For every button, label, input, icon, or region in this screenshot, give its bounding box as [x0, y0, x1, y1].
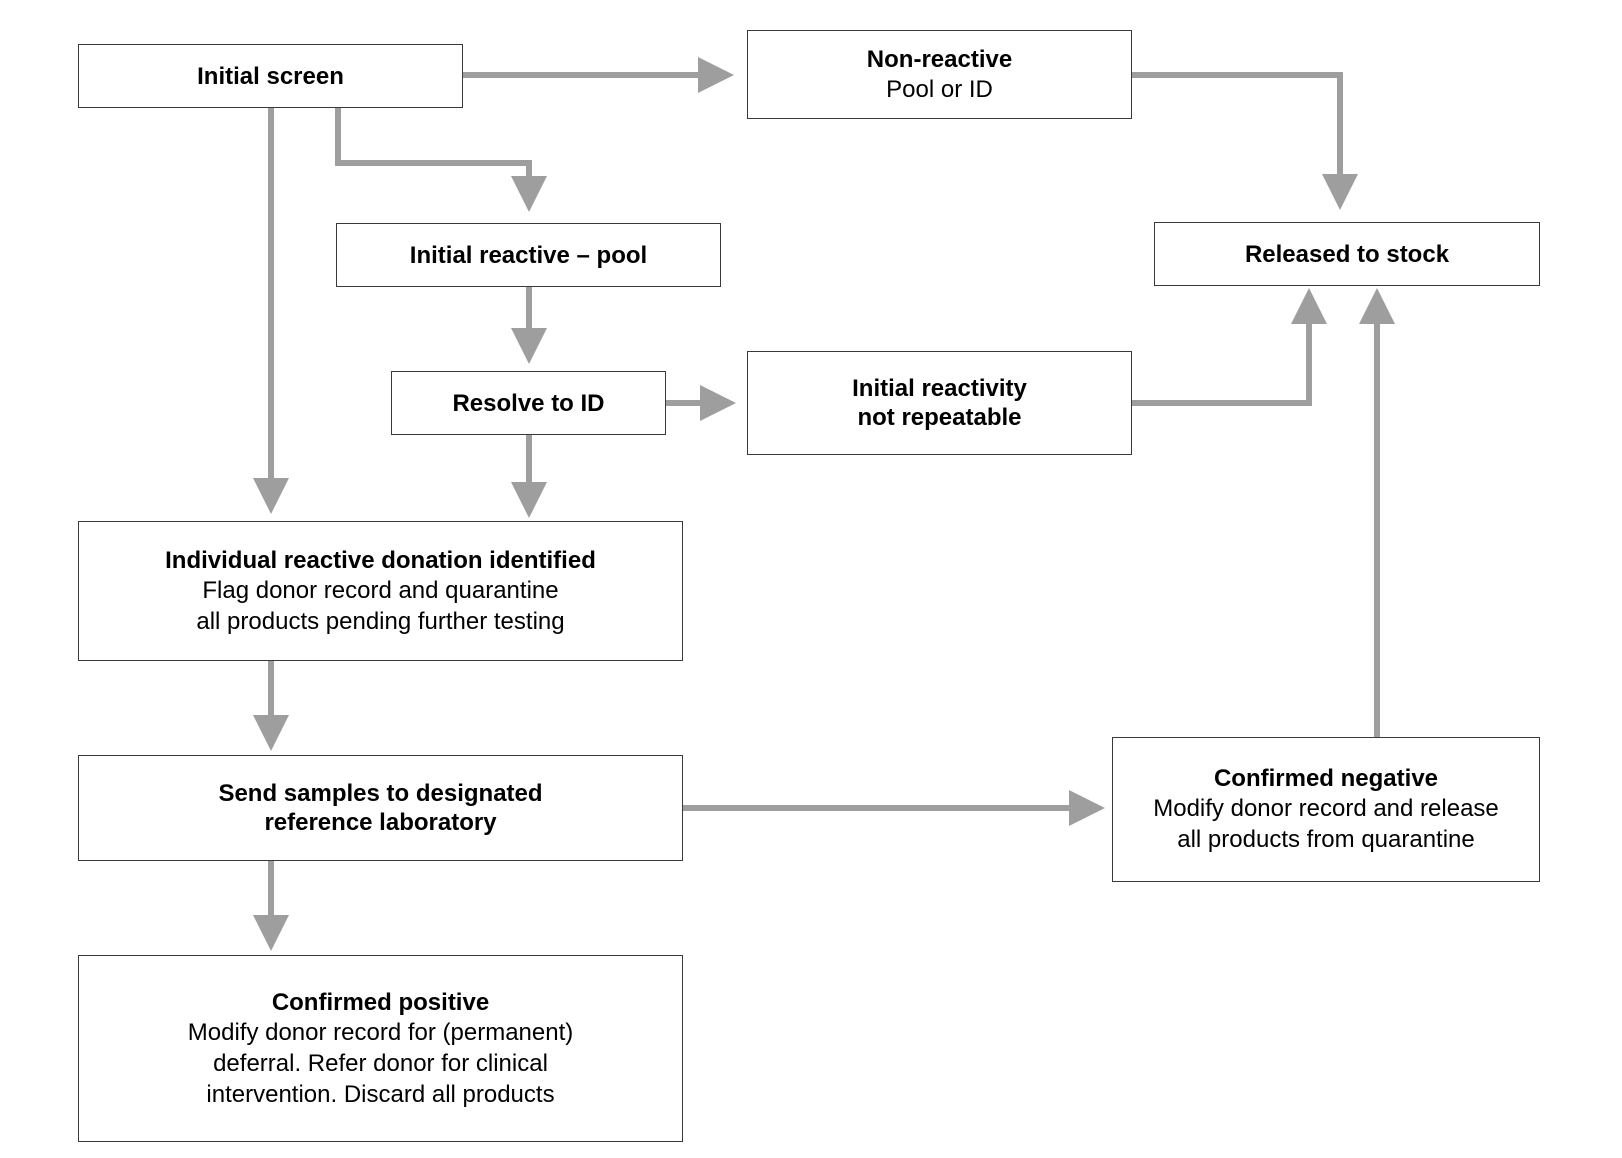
arrow-initial-to-reactive-pool: [335, 108, 547, 212]
released-to-stock-title: Released to stock: [1244, 240, 1450, 268]
initial-reactive-pool-title: Initial reactive – pool: [409, 241, 648, 269]
arrow-nonreactive-to-released: [1130, 72, 1358, 210]
confirmed-positive-title: Confirmed positive: [271, 988, 490, 1016]
send-samples-title: Send samples to designated reference lab…: [218, 780, 543, 836]
non-reactive-desc: Pool or ID: [886, 75, 993, 103]
individual-reactive-donation-desc: Flag donor record and quarantine all pro…: [196, 576, 565, 635]
individual-reactive-donation-box: Individual reactive donation identified …: [78, 521, 683, 661]
initial-screen-title: Initial screen: [197, 62, 344, 90]
resolve-to-id-box: Resolve to ID: [391, 371, 666, 435]
confirmed-negative-title: Confirmed negative: [1213, 765, 1439, 792]
resolve-to-id-title: Resolve to ID: [452, 389, 605, 417]
confirmed-positive-desc: Modify donor record for (permanent) defe…: [187, 1018, 574, 1108]
arrow-not-repeatable-to-released: [1130, 288, 1327, 406]
initial-screen-box: Initial screen: [78, 44, 463, 108]
initial-reactivity-not-repeatable-title: Initial reactivity not repeatable: [852, 375, 1027, 431]
confirmed-negative-desc: Modify donor record and release all prod…: [1153, 795, 1499, 853]
send-samples-box: Send samples to designated reference lab…: [78, 755, 683, 861]
initial-reactive-pool-box: Initial reactive – pool: [336, 223, 721, 287]
non-reactive-box: Non-reactive Pool or ID: [747, 30, 1132, 119]
initial-reactivity-not-repeatable-box: Initial reactivity not repeatable: [747, 351, 1132, 455]
non-reactive-title: Non-reactive: [866, 45, 1013, 73]
confirmed-negative-box: Confirmed negative Modify donor record a…: [1112, 737, 1540, 882]
confirmed-positive-box: Confirmed positive Modify donor record f…: [78, 955, 683, 1142]
released-to-stock-box: Released to stock: [1154, 222, 1540, 286]
individual-reactive-donation-title: Individual reactive donation identified: [165, 546, 596, 574]
